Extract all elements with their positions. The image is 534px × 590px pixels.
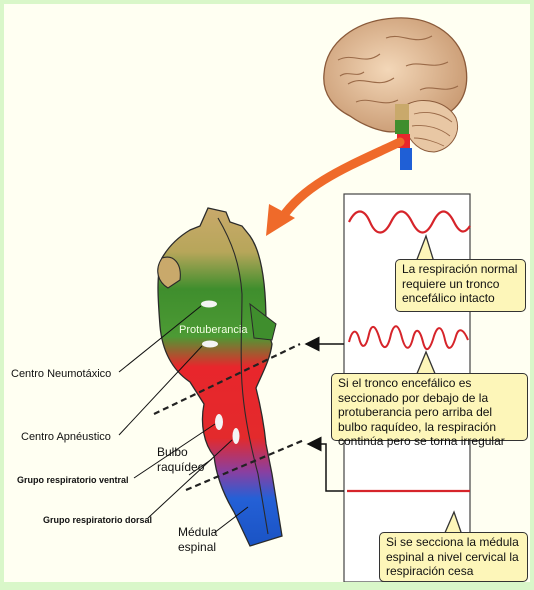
dorsal-group-marker — [233, 428, 240, 444]
grupo-ventral-label: Grupo respiratorio ventral — [17, 475, 129, 485]
medula-label-line1: Médula — [178, 525, 217, 540]
bulbo-label-line2: raquídeo — [157, 460, 204, 475]
brainstem-illustration — [158, 208, 282, 546]
apneustic-center-marker — [202, 341, 218, 348]
callout-section-cervical: Si se secciona la médula espinal a nivel… — [379, 532, 528, 582]
medula-label-line2: espinal — [178, 540, 217, 555]
grupo-dorsal-label: Grupo respiratorio dorsal — [43, 515, 152, 525]
diagram-canvas: Protuberancia Centro Neumotáxico Centro … — [4, 4, 530, 582]
callout-normal-breathing: La respiración normal requiere un tronco… — [395, 259, 526, 312]
medula-espinal-label: Médula espinal — [178, 525, 217, 555]
centro-neumotaxico-label: Centro Neumotáxico — [11, 368, 111, 380]
centro-apneustico-label: Centro Apnéustico — [21, 431, 111, 443]
ventral-group-marker — [215, 414, 223, 430]
pneumotaxic-center-marker — [201, 301, 217, 308]
arrow-flat-to-section — [308, 444, 344, 491]
callout-section-protuberancia: Si el tronco encefálico es seccionado po… — [331, 373, 528, 441]
bulbo-label-line1: Bulbo — [157, 445, 204, 460]
protuberancia-label: Protuberancia — [179, 324, 248, 336]
bulbo-raquideo-label: Bulbo raquídeo — [157, 445, 204, 475]
